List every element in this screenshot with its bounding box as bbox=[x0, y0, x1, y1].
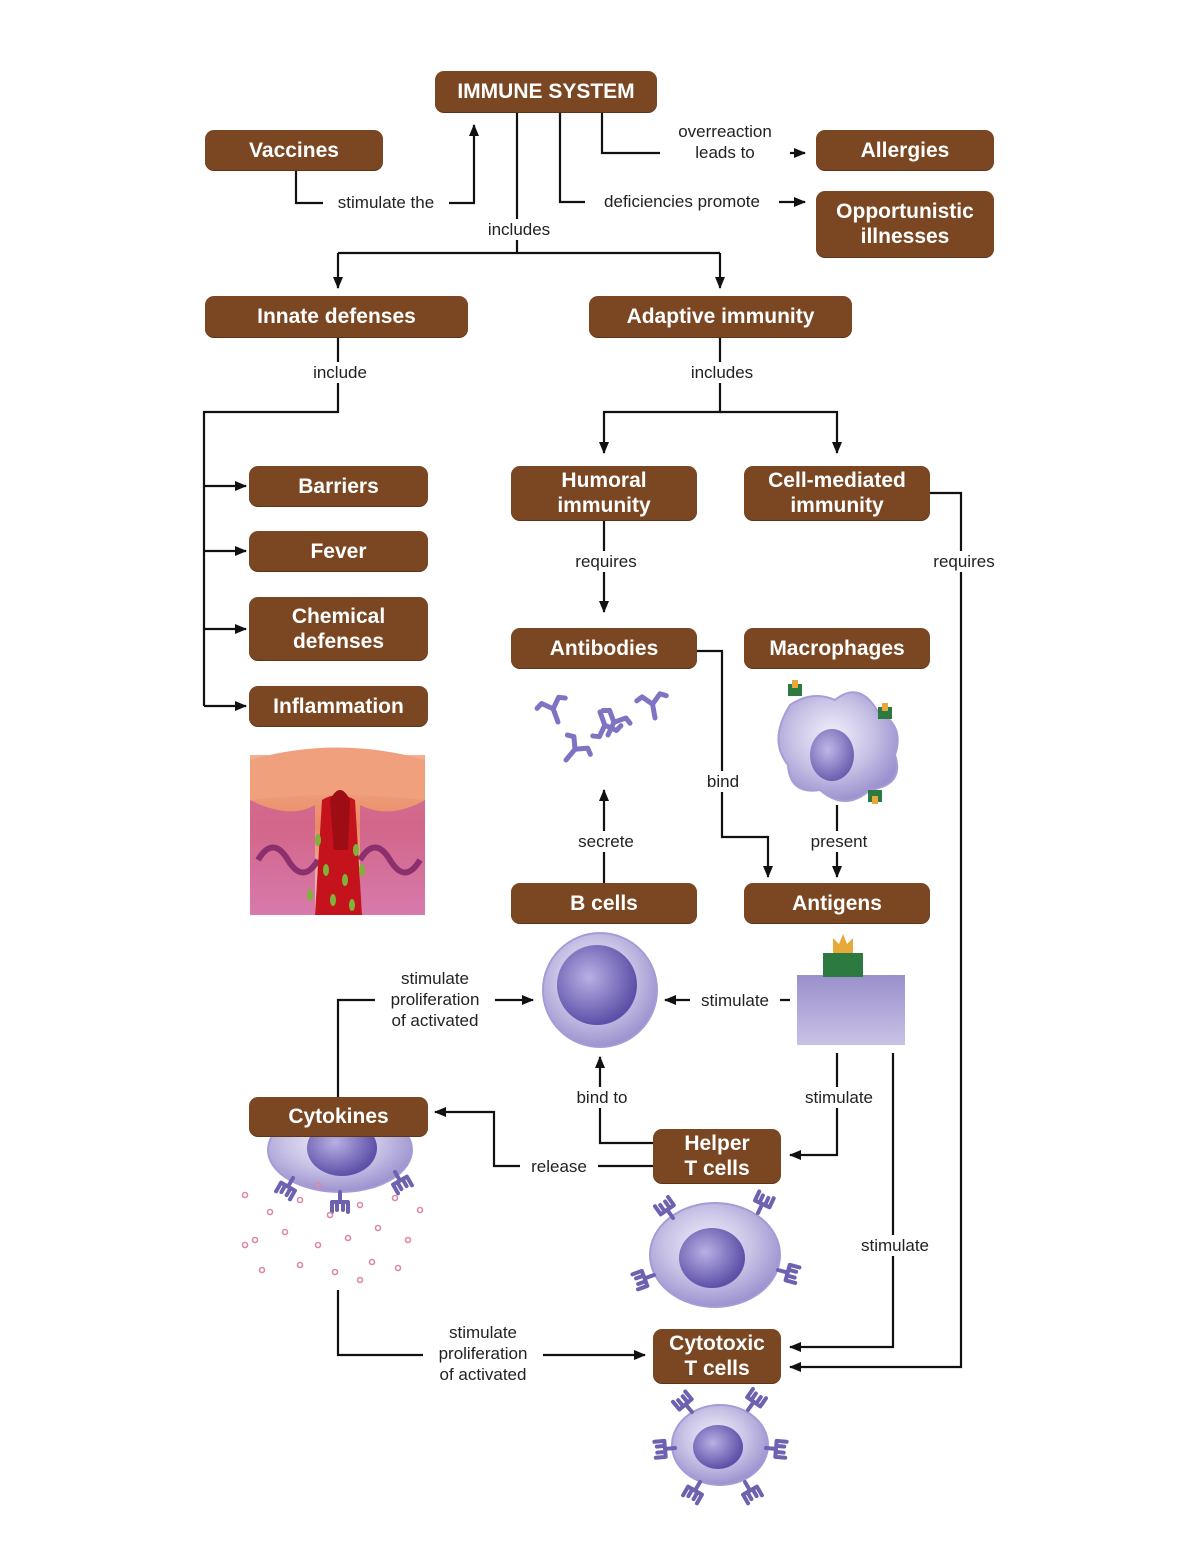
label-stimulate-the: stimulate the bbox=[323, 192, 449, 213]
helper-t-cell-illustration bbox=[630, 1189, 802, 1308]
cytotoxic-t-cell-illustration bbox=[652, 1387, 789, 1506]
label-stimulate-helper: stimulate bbox=[792, 1087, 886, 1108]
antigen-illustration bbox=[797, 934, 905, 1045]
node-antibodies: Antibodies bbox=[511, 628, 697, 668]
label-includes-top: includes bbox=[475, 219, 563, 240]
node-adaptive-immunity: Adaptive immunity bbox=[589, 296, 852, 337]
node-macrophages: Macrophages bbox=[744, 628, 930, 668]
node-humoral-immunity: Humoral immunity bbox=[511, 466, 697, 520]
node-barriers: Barriers bbox=[249, 466, 428, 506]
node-b-cells: B cells bbox=[511, 883, 697, 923]
label-stimulate-cytotoxic: stimulate bbox=[848, 1235, 942, 1256]
label-release: release bbox=[520, 1156, 598, 1177]
node-immune-system: IMMUNE SYSTEM bbox=[435, 71, 657, 112]
label-present: present bbox=[797, 831, 881, 852]
label-requires-cell-mediated: requires bbox=[920, 551, 1008, 572]
label-bind: bind bbox=[696, 771, 750, 792]
node-chemical-defenses: Chemical defenses bbox=[249, 597, 428, 660]
label-requires-humoral: requires bbox=[562, 551, 650, 572]
macrophage-illustration bbox=[777, 680, 899, 804]
label-deficiencies-promote: deficiencies promote bbox=[585, 191, 779, 212]
label-stimulate-b: stimulate bbox=[690, 990, 780, 1011]
node-vaccines: Vaccines bbox=[205, 130, 383, 170]
node-cell-mediated-immunity: Cell-mediated immunity bbox=[744, 466, 930, 520]
inflammation-illustration bbox=[250, 747, 425, 915]
node-inflammation: Inflammation bbox=[249, 686, 428, 726]
label-include: include bbox=[298, 362, 382, 383]
node-opportunistic-illnesses: Opportunistic illnesses bbox=[816, 191, 994, 257]
node-cytotoxic-t-cells: Cytotoxic T cells bbox=[653, 1329, 781, 1383]
label-secrete: secrete bbox=[564, 831, 648, 852]
antibodies-illustration bbox=[536, 693, 670, 770]
node-cytokines: Cytokines bbox=[249, 1097, 428, 1136]
label-bind-to: bind to bbox=[563, 1087, 641, 1108]
label-stimulate-proliferation-b: stimulate proliferation of activated bbox=[375, 968, 495, 1031]
label-overreaction-leads-to: overreaction leads to bbox=[660, 121, 790, 163]
label-stimulate-proliferation-t: stimulate proliferation of activated bbox=[423, 1322, 543, 1385]
b-cell-illustration bbox=[542, 932, 658, 1048]
node-fever: Fever bbox=[249, 531, 428, 571]
node-allergies: Allergies bbox=[816, 130, 994, 170]
node-antigens: Antigens bbox=[744, 883, 930, 923]
node-innate-defenses: Innate defenses bbox=[205, 296, 468, 337]
node-helper-t-cells: Helper T cells bbox=[653, 1129, 781, 1183]
label-includes-adaptive: includes bbox=[675, 362, 769, 383]
